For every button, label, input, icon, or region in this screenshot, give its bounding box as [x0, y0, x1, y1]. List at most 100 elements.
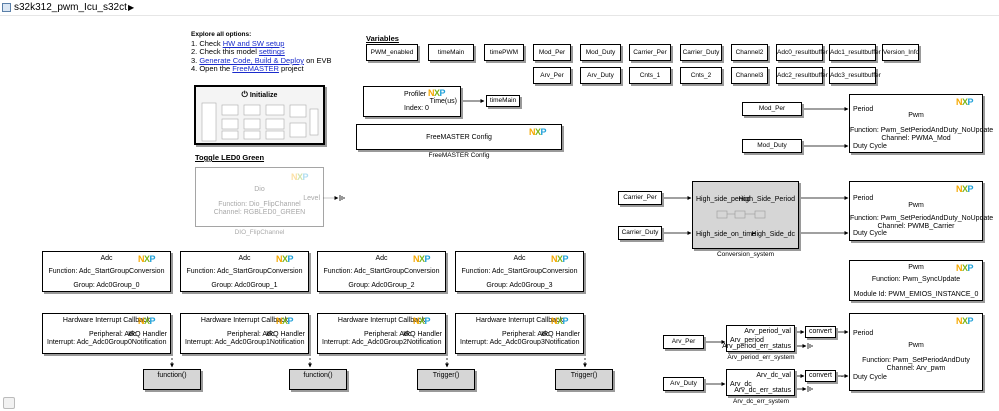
arv-duty-from[interactable]: Arv_Duty — [663, 377, 704, 391]
pwm-carrier-port-duty: Duty Cycle — [853, 230, 887, 237]
irq-title: Hardware Interrupt Callback — [337, 317, 426, 324]
model-title[interactable]: s32k312_pwm_Icu_s32ct — [14, 2, 127, 13]
arv-period-err-block[interactable]: Arv_period_val Arv_period Arv_period_err… — [722, 325, 795, 352]
subsystem-label: function() — [303, 372, 333, 379]
arv-period-caption: Arv_period_err_system — [727, 354, 795, 361]
pwm-arv-title: Pwm — [908, 342, 924, 349]
variable-button[interactable]: Arv_Duty — [580, 67, 621, 84]
variables-heading: Variables — [366, 34, 399, 43]
dio-flipchannel-block[interactable]: Dio NXP Function: Dio_FlipChannel Channe… — [195, 167, 324, 227]
dio-caption: DIO_FlipChannel — [234, 229, 285, 236]
variable-button[interactable]: Arv_Per — [533, 67, 571, 84]
dio-channel: Channel: RGBLED0_GREEN — [213, 209, 306, 216]
nxp-logo-icon: NXP — [276, 316, 294, 326]
nxp-logo-icon: NXP — [276, 254, 294, 264]
breadcrumb-arrow-icon[interactable]: ▶ — [128, 3, 135, 12]
adc-title: Adc — [375, 255, 388, 262]
pwm-sync-block[interactable]: Pwm NXP Function: Pwm_SyncUpdate Module … — [849, 260, 983, 301]
variable-button[interactable]: Adc3_resultbuffer — [829, 67, 881, 84]
irq-handler-port: IRQ Handler — [266, 331, 305, 338]
profiler-index: Index: 0 — [404, 105, 429, 112]
variable-button[interactable]: Carrier_Per — [629, 44, 671, 61]
variable-button[interactable]: Cnts_2 — [680, 67, 722, 84]
arv-dc-convert[interactable]: convert — [805, 370, 836, 382]
toggle-heading: Toggle LED0 Green — [195, 153, 265, 162]
arv-period-convert[interactable]: convert — [805, 326, 836, 338]
step1-text: 1. Check — [191, 38, 223, 48]
conversion-system-block[interactable]: High_side_period High_side_on_time High_… — [692, 181, 799, 249]
irq-title: Hardware Interrupt Callback — [475, 317, 564, 324]
adc-title: Adc — [100, 255, 113, 262]
generate-code-link[interactable]: Generate Code, Build & Deploy — [199, 55, 304, 65]
hw-sw-setup-link[interactable]: HW and SW setup — [222, 38, 285, 48]
variable-button[interactable]: Mod_Duty — [580, 44, 621, 61]
mod-duty-from[interactable]: Mod_Duty — [742, 139, 802, 153]
power-icon: ⏻ — [241, 90, 248, 99]
pwm-carrier-title: Pwm — [908, 202, 924, 209]
pwm-mod-port-period: Period — [853, 106, 874, 113]
irq-handler-port: IRQ Handler — [403, 331, 442, 338]
explore-heading: Explore all options: — [191, 31, 252, 38]
variable-button[interactable]: Channel2 — [731, 44, 768, 61]
view-toggle-icon[interactable] — [3, 397, 15, 409]
pwm-sync-title: Pwm — [908, 264, 924, 271]
triggered-subsystem[interactable]: function() — [143, 369, 201, 390]
variable-button[interactable]: Adc2_resultbuffer — [776, 67, 828, 84]
variable-button[interactable]: Version_Info — [882, 44, 919, 61]
adc-title: Adc — [513, 255, 526, 262]
triggered-subsystem[interactable]: Trigger() — [555, 369, 613, 390]
variable-button[interactable]: Cnts_1 — [629, 67, 671, 84]
irq-title: Hardware Interrupt Callback — [200, 317, 289, 324]
conv-port-out1: High_Side_Period — [738, 196, 795, 203]
variable-button[interactable]: timePWM — [484, 44, 524, 61]
variable-button[interactable]: timeMain — [428, 44, 474, 61]
variable-button[interactable]: Carrier_Duty — [680, 44, 722, 61]
arv-dc-err-block[interactable]: Arv_dc_val Arv_dc Arv_dc_err_status — [726, 369, 795, 396]
profiler-block[interactable]: Profiler Index: 0 NXP Time(us) — [363, 86, 461, 117]
triggered-subsystem[interactable]: function() — [289, 369, 347, 390]
triggered-subsystem[interactable]: Trigger() — [417, 369, 475, 390]
irq-interrupt: Interrupt: Adc_Adc0Group2Notification — [322, 339, 442, 346]
pwm-mod-block[interactable]: Period Duty Cycle Pwm NXP Function: Pwm_… — [849, 94, 993, 153]
arv-dc-port-out2: Arv_dc_err_status — [734, 387, 791, 394]
irq-interrupt: Interrupt: Adc_Adc0Group3Notification — [460, 339, 580, 346]
variable-button[interactable]: Mod_Per — [533, 44, 571, 61]
pwm-mod-port-duty: Duty Cycle — [853, 143, 887, 150]
variable-button[interactable]: Adc1_resultbuffer — [829, 44, 881, 61]
pwm-arv-block[interactable]: Period Duty Cycle Pwm NXP Function: Pwm_… — [849, 313, 983, 391]
arv-period-port-in: Arv_period — [730, 337, 764, 344]
pwm-carrier-block[interactable]: Period Duty Cycle Pwm NXP Function: Pwm_… — [849, 181, 993, 241]
initialize-block[interactable]: ⏻ Initialize — [194, 85, 325, 145]
pwm-arv-channel: Channel: Arv_pwm — [886, 365, 946, 372]
nxp-logo-icon: NXP — [529, 127, 547, 137]
pwm-arv-function: Function: Pwm_SetPeriodAndDuty — [862, 357, 970, 364]
nxp-logo-icon: NXP — [138, 316, 156, 326]
adc-function: Function: Adc_StartGroupConversion — [48, 268, 165, 275]
settings-link[interactable]: settings — [258, 47, 285, 57]
pwm-mod-channel: Channel: PWMA_Mod — [881, 135, 951, 142]
carrier-duty-from[interactable]: Carrier_Duty — [618, 226, 662, 240]
freemaster-config-block[interactable]: FreeMASTER Config NXP — [356, 124, 562, 150]
variable-button[interactable]: PWM_enabled — [366, 44, 418, 61]
arv-dc-port-in: Arv_dc — [730, 381, 752, 388]
irq-interrupt: Interrupt: Adc_Adc0Group0Notification — [47, 339, 167, 346]
carrier-per-from[interactable]: Carrier_Per — [618, 191, 662, 205]
variable-button[interactable]: Channel3 — [731, 67, 768, 84]
adc-group: Group: Adc0Group_2 — [348, 282, 415, 289]
conv-port-in1: High_side_period — [696, 196, 751, 203]
title-bar: s32k312_pwm_Icu_s32ct ▶ — [0, 0, 999, 16]
mod-per-from[interactable]: Mod_Per — [742, 102, 802, 116]
arv-per-from[interactable]: Arv_Per — [663, 335, 704, 349]
timemain-goto[interactable]: timeMain — [486, 95, 520, 107]
freemaster-link[interactable]: FreeMASTER — [232, 64, 279, 74]
variable-button[interactable]: Adc0_resultbuffer — [776, 44, 828, 61]
